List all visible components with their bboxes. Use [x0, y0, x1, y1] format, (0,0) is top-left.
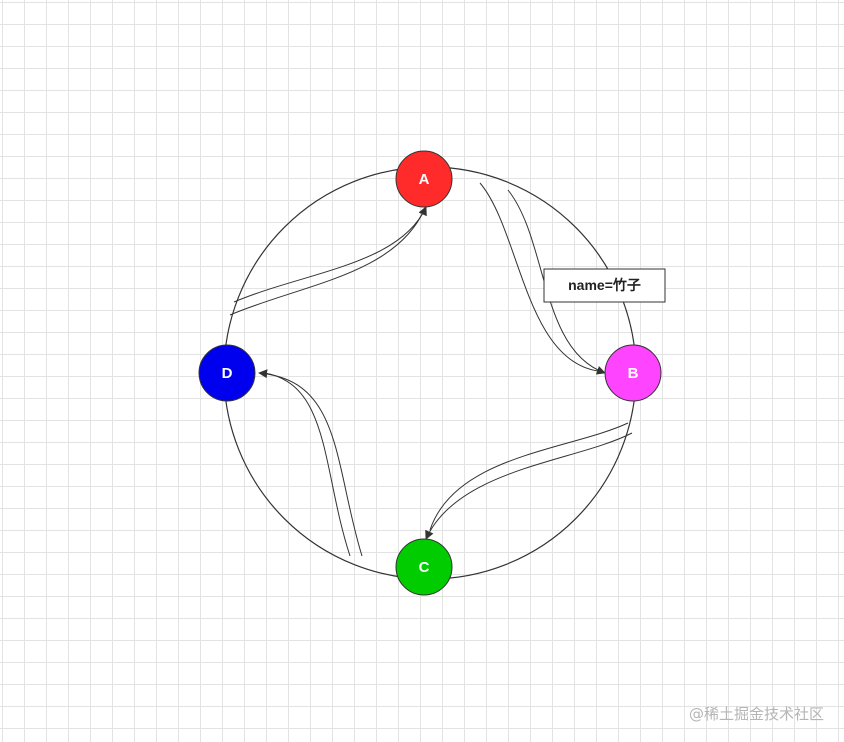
arrow-d-to-a: [229, 206, 427, 316]
node-a: A: [395, 150, 453, 208]
node-d-label: D: [222, 365, 233, 382]
annotation-text: name=竹子: [568, 277, 641, 293]
arrow-b-to-c: [425, 422, 633, 540]
node-b-label: B: [628, 365, 639, 382]
hash-ring: [223, 166, 637, 580]
node-b: B: [604, 344, 662, 402]
node-c: C: [395, 538, 453, 596]
node-d-circle: [198, 344, 256, 402]
arrow-c-to-d: [258, 369, 363, 557]
annotation-rect: [543, 268, 666, 303]
watermark: @稀土掘金技术社区: [688, 705, 824, 723]
node-a-circle: [395, 150, 453, 208]
node-a-label: A: [419, 171, 430, 188]
node-d: D: [198, 344, 256, 402]
node-c-label: C: [419, 559, 430, 576]
node-c-circle: [395, 538, 453, 596]
node-b-circle: [604, 344, 662, 402]
annotation-box: name=竹子: [543, 268, 666, 303]
